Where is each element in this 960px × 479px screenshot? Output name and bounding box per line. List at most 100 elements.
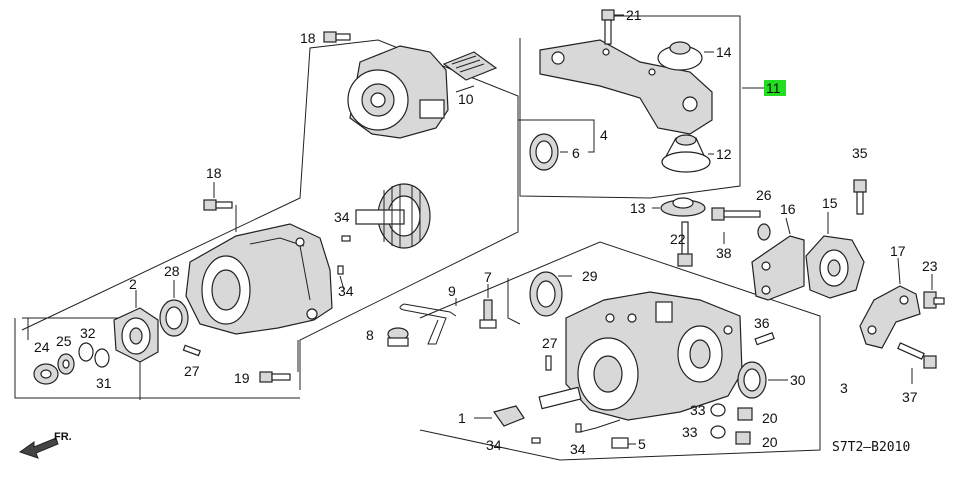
callout-10: 10: [458, 91, 474, 107]
callout-33-lower: 33: [682, 424, 698, 440]
left-group-outline: [14, 318, 300, 399]
pump-assembly-part[interactable]: [347, 45, 449, 139]
callout-12: 12: [716, 146, 732, 162]
seal-28-part[interactable]: [159, 299, 189, 337]
callout-33-upper: 33: [690, 402, 706, 418]
callout-27-lower: 27: [542, 335, 558, 351]
callout-31: 31: [96, 375, 112, 391]
callout-36: 36: [754, 315, 770, 331]
bolt-18-left-part[interactable]: [203, 199, 233, 211]
plug-20-lower-part[interactable]: [735, 431, 751, 445]
mount-washer-part[interactable]: [660, 197, 706, 217]
companion-flange-part[interactable]: [113, 307, 159, 363]
bolt-19-part[interactable]: [259, 371, 291, 383]
breather-hose-part[interactable]: [399, 303, 457, 345]
plug-20-upper-part[interactable]: [737, 407, 753, 421]
callout-22: 22: [670, 231, 686, 247]
differential-case-part[interactable]: [185, 223, 333, 335]
bolt-37-part[interactable]: [897, 342, 937, 369]
bracket-17-part[interactable]: [859, 285, 921, 349]
washer-33-upper-part[interactable]: [710, 403, 726, 417]
mount-cushion-upper-part[interactable]: [657, 41, 703, 71]
callout-18-left: 18: [206, 165, 222, 181]
callout-19: 19: [234, 370, 250, 386]
seal-29-part[interactable]: [529, 271, 563, 317]
washer-33-lower-part[interactable]: [710, 425, 726, 439]
hose-clamp-part[interactable]: [387, 327, 409, 347]
callout-13: 13: [630, 200, 646, 216]
front-arrow-label: FR.: [54, 431, 72, 443]
washer-25-part[interactable]: [57, 353, 75, 375]
callout-35: 35: [852, 145, 868, 161]
diagram-code: S7T2–B2010: [832, 440, 910, 455]
pin-27-left-part[interactable]: [182, 344, 201, 357]
seal-30-part[interactable]: [737, 361, 767, 399]
callout-5: 5: [638, 436, 646, 452]
part-11-highlight: [764, 80, 786, 96]
nut-24-part[interactable]: [33, 363, 59, 385]
shim-part[interactable]: [611, 437, 629, 449]
oil-seal-part[interactable]: [529, 133, 559, 171]
callout-37: 37: [902, 389, 918, 405]
clutch-assembly-part[interactable]: [355, 183, 431, 249]
callout-34-mid: 34: [338, 283, 354, 299]
callout-28: 28: [164, 263, 180, 279]
sensor-part[interactable]: [493, 405, 525, 427]
callout-26: 26: [756, 187, 772, 203]
callout-14: 14: [716, 44, 732, 60]
callout-34-lower-left: 34: [486, 437, 502, 453]
callout-8: 8: [366, 327, 374, 343]
pin-34-lower-right-part[interactable]: [575, 423, 582, 433]
callout-34-lower-right: 34: [570, 441, 586, 457]
washer-31-part[interactable]: [94, 348, 110, 368]
bolt-22-part[interactable]: [677, 221, 693, 267]
callout-23: 23: [922, 258, 938, 274]
mount-bolt-part[interactable]: [601, 9, 615, 45]
pin-34-lower-left-part[interactable]: [531, 437, 541, 444]
callout-30: 30: [790, 372, 806, 388]
bracket-16-part[interactable]: [751, 235, 805, 301]
pin-27-lower-part[interactable]: [545, 355, 552, 371]
callout-20-upper: 20: [762, 410, 778, 426]
differential-assembly-part[interactable]: [538, 291, 743, 421]
breather-part[interactable]: [479, 299, 497, 329]
bolt-36-part[interactable]: [754, 332, 775, 346]
mount-15-part[interactable]: [805, 235, 865, 299]
mount-group-outline: [519, 15, 741, 199]
callout-20-lower: 20: [762, 434, 778, 450]
pin-34-mid-part[interactable]: [337, 265, 344, 275]
callout-27-left: 27: [184, 363, 200, 379]
callout-21: 21: [626, 7, 642, 23]
callout-4: 4: [600, 127, 608, 143]
callout-24: 24: [34, 339, 50, 355]
bolt-18-upper-part[interactable]: [323, 31, 351, 43]
washer-26-part[interactable]: [757, 223, 771, 241]
callout-25: 25: [56, 333, 72, 349]
bolt-35-part[interactable]: [853, 179, 867, 215]
callout-16: 16: [780, 201, 796, 217]
callout-7: 7: [484, 269, 492, 285]
callout-2: 2: [129, 276, 137, 292]
mount-cushion-lower-part[interactable]: [661, 134, 711, 173]
lower-group-outline: [419, 241, 821, 461]
callout-15: 15: [822, 195, 838, 211]
callout-32: 32: [80, 325, 96, 341]
callout-3: 3: [840, 380, 848, 396]
callout-34-upper: 34: [334, 209, 350, 225]
washer-32-part[interactable]: [78, 342, 94, 362]
mount-bracket-part[interactable]: [539, 39, 713, 135]
bolt-38-part[interactable]: [711, 207, 761, 221]
callout-9: 9: [448, 283, 456, 299]
callout-1: 1: [458, 410, 466, 426]
clip-23-part[interactable]: [923, 291, 945, 309]
pump-cover-part[interactable]: [442, 51, 498, 81]
callout-38: 38: [716, 245, 732, 261]
callout-11: 11: [766, 80, 781, 96]
callout-29: 29: [582, 268, 598, 284]
upper-group-outline: [21, 39, 519, 390]
callout-17: 17: [890, 243, 906, 259]
pin-34-upper-part[interactable]: [341, 235, 351, 242]
front-arrow-icon: [18, 437, 59, 459]
